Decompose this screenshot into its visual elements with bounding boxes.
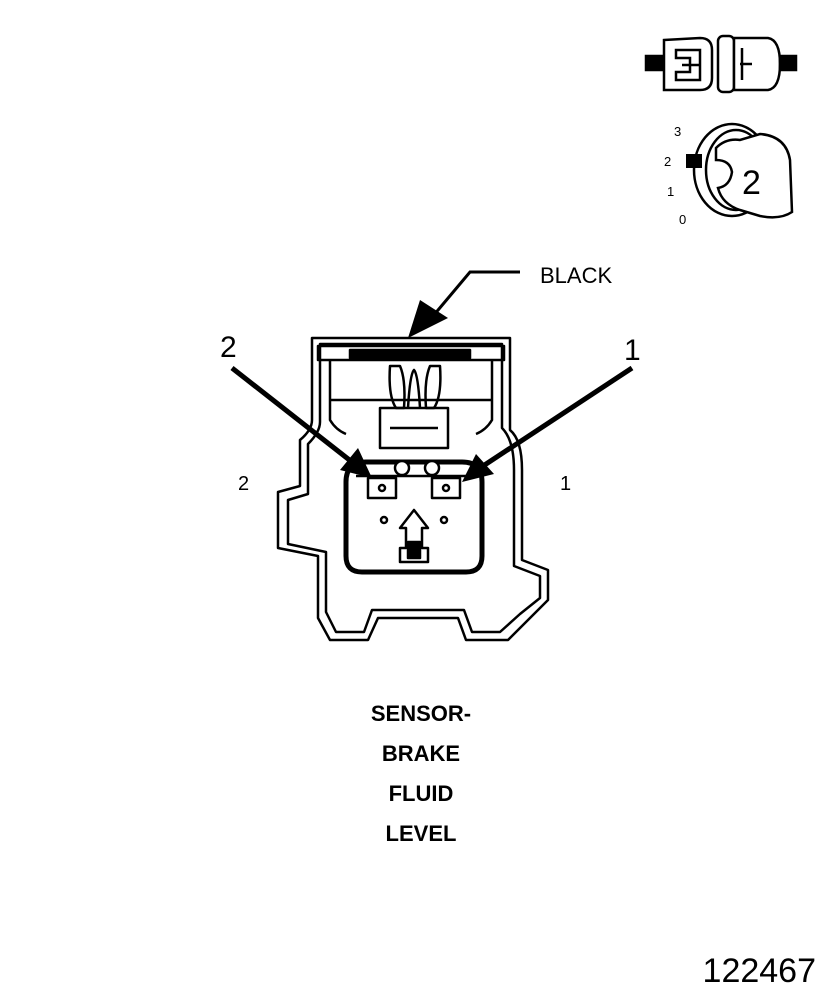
title-line-4: LEVEL xyxy=(386,821,457,846)
terminal-pin-2 xyxy=(366,476,398,500)
connector-mating-icon xyxy=(644,34,798,94)
component-title: SENSOR- BRAKE FLUID LEVEL xyxy=(371,701,471,846)
pin-1-callout: 1 xyxy=(462,334,641,482)
connector-face xyxy=(276,336,550,642)
color-label: BLACK xyxy=(540,263,612,288)
callout-label-pin-1: 1 xyxy=(624,334,641,367)
position-index-icon: 3 2 1 0 2 xyxy=(664,122,794,227)
index-position-value: 2 xyxy=(742,164,761,202)
title-line-3: FLUID xyxy=(389,781,454,806)
color-callout: BLACK xyxy=(408,263,612,338)
index-scale-1: 1 xyxy=(667,184,674,199)
callout-label-pin-2: 2 xyxy=(220,331,237,364)
connector-housing xyxy=(276,336,550,642)
index-scale-2: 2 xyxy=(664,154,671,169)
side-label-pin-2: 2 xyxy=(238,473,249,495)
side-label-pin-1: 1 xyxy=(560,473,571,495)
terminal-pin-1 xyxy=(430,476,462,500)
title-line-2: BRAKE xyxy=(382,741,460,766)
index-scale-3: 3 xyxy=(674,124,681,139)
index-scale-0: 0 xyxy=(679,212,686,227)
figure-number: 122467 xyxy=(703,952,816,990)
title-line-1: SENSOR- xyxy=(371,701,471,726)
